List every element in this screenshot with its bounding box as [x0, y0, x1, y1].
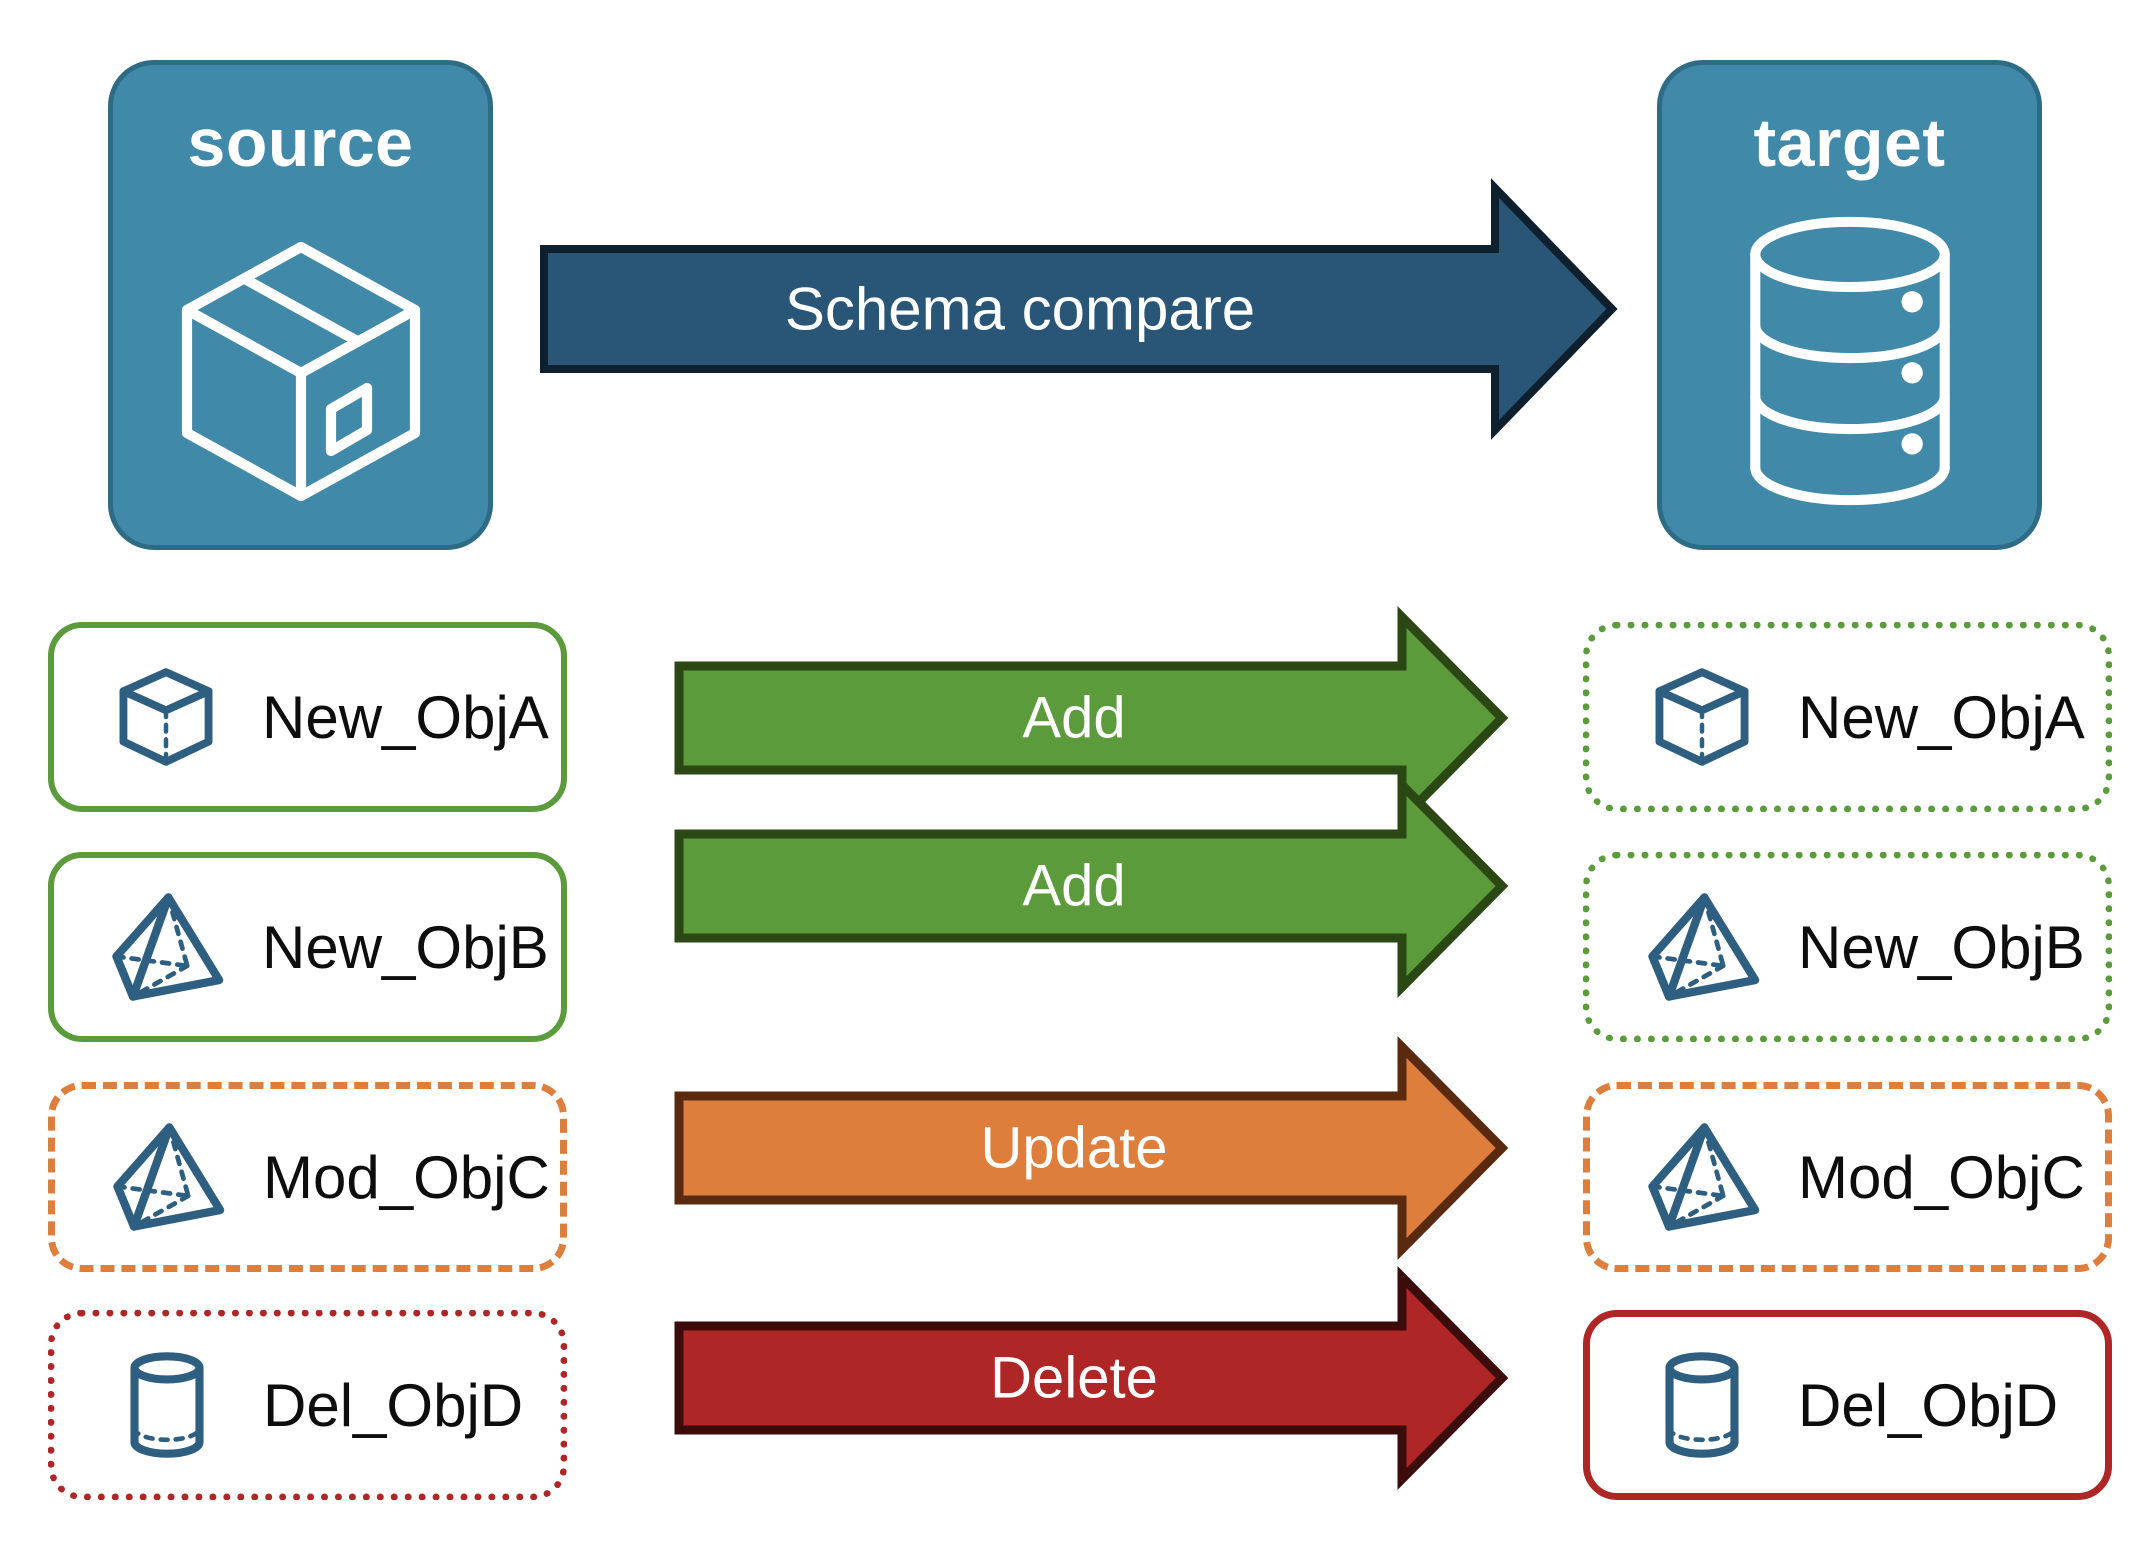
cylinder-icon: [1636, 1347, 1768, 1463]
add-arrow-2[interactable]: Add: [674, 774, 1509, 998]
package-box-icon: [113, 177, 488, 545]
target-card-label: New_ObjB: [1798, 913, 2085, 981]
target-card-label: Mod_ObjC: [1798, 1143, 2085, 1211]
pyramid-wireframe-icon: [100, 888, 232, 1006]
pyramid-wireframe-icon: [1636, 888, 1768, 1006]
source-card-label: New_ObjB: [262, 913, 549, 981]
target-card-label: New_ObjA: [1798, 683, 2085, 751]
source-card-del-objd[interactable]: Del_ObjD: [48, 1310, 567, 1500]
source-card-label: New_ObjA: [262, 683, 549, 751]
source-panel[interactable]: source: [108, 60, 493, 550]
target-card-label: Del_ObjD: [1798, 1371, 2059, 1439]
add-arrow-1-label: Add: [1022, 685, 1126, 751]
update-arrow-label: Update: [980, 1115, 1168, 1181]
pyramid-wireframe-icon: [1636, 1118, 1768, 1236]
add-arrow-2-label: Add: [1022, 853, 1126, 919]
target-card-new-obja[interactable]: New_ObjA: [1583, 622, 2112, 812]
target-card-del-objd[interactable]: Del_ObjD: [1583, 1310, 2112, 1500]
schema-compare-arrow[interactable]: Schema compare: [540, 178, 1620, 440]
update-arrow[interactable]: Update: [674, 1036, 1509, 1260]
add-arrow-1[interactable]: Add: [674, 606, 1509, 830]
cube-wireframe-icon: [100, 661, 232, 773]
target-card-mod-objc[interactable]: Mod_ObjC: [1583, 1082, 2112, 1272]
source-card-new-obja[interactable]: New_ObjA: [48, 622, 567, 812]
target-card-new-objb[interactable]: New_ObjB: [1583, 852, 2112, 1042]
source-panel-title: source: [187, 105, 414, 181]
target-panel-title: target: [1753, 105, 1946, 181]
cube-wireframe-icon: [1636, 661, 1768, 773]
source-card-label: Del_ObjD: [263, 1371, 524, 1439]
database-cylinder-icon: [1662, 177, 2037, 545]
source-card-label: Mod_ObjC: [263, 1143, 550, 1211]
source-card-new-objb[interactable]: New_ObjB: [48, 852, 567, 1042]
schema-compare-arrow-label: Schema compare: [784, 275, 1256, 343]
cylinder-icon: [101, 1347, 233, 1463]
delete-arrow[interactable]: Delete: [674, 1266, 1509, 1490]
target-panel[interactable]: target: [1657, 60, 2042, 550]
pyramid-wireframe-icon: [101, 1118, 233, 1236]
delete-arrow-label: Delete: [990, 1345, 1158, 1411]
source-card-mod-objc[interactable]: Mod_ObjC: [48, 1082, 567, 1272]
